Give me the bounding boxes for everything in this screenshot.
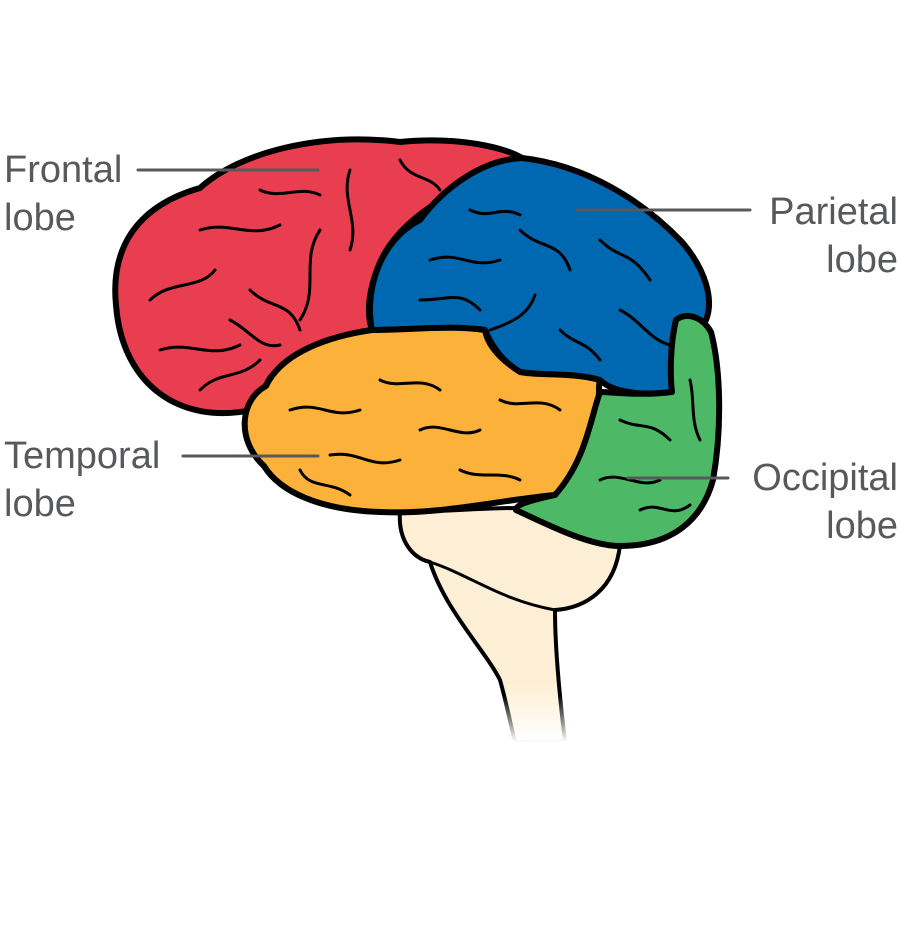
parietal-lobe-label: Parietal lobe	[769, 188, 898, 284]
cerebellum-line	[428, 560, 557, 612]
parietal-label-line1: Parietal	[769, 191, 898, 233]
frontal-label-line1: Frontal	[4, 149, 123, 191]
occipital-label-line1: Occipital	[752, 457, 898, 499]
leader-lines	[136, 168, 752, 480]
occipital-lobe-label: Occipital lobe	[752, 454, 898, 550]
temporal-label-line1: Temporal	[4, 435, 161, 477]
gyri-lines	[148, 158, 702, 513]
frontal-lobe-label: Frontal lobe	[4, 146, 122, 242]
temporal-lobe-label: Temporal lobe	[4, 432, 160, 528]
occipital-lobe	[513, 313, 723, 549]
parietal-label-line2: lobe	[826, 239, 898, 281]
occipital-label-line2: lobe	[826, 505, 898, 547]
frontal-label-line2: lobe	[4, 197, 76, 239]
temporal-label-line2: lobe	[4, 483, 76, 525]
